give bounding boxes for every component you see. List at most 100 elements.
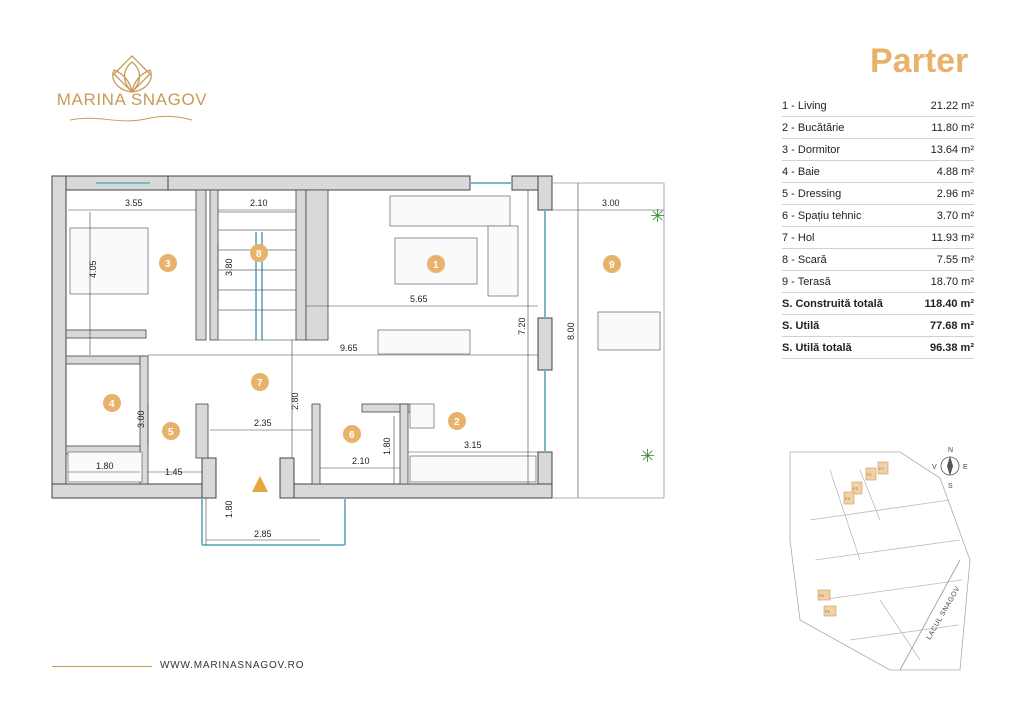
room-area: 11.80 m² (910, 116, 974, 139)
website-link[interactable]: WWW.MARINASNAGOV.RO (160, 660, 305, 671)
room-label: 6 - Spațiu tehnic (782, 204, 911, 227)
furniture (67, 195, 661, 483)
room-label: 2 - Bucătărie (782, 116, 911, 139)
total-area: 96.38 m² (910, 336, 974, 359)
site-lot-labels: F1 F2 F3 F4 F5 F6 (819, 466, 884, 614)
lot-marker (843, 491, 855, 505)
dimension-label: 8.00 (566, 322, 576, 340)
room-badge: 8 (250, 244, 268, 262)
lot-label: F4 (845, 496, 850, 501)
room-area: 3.70 m² (910, 204, 974, 227)
sofa (389, 195, 511, 227)
entrance-arrow-icon (252, 476, 268, 492)
lot-label: F5 (819, 593, 824, 598)
room-badge: 1 (427, 255, 445, 273)
dimension-label: 2.10 (250, 198, 268, 208)
badge-number: 6 (349, 430, 355, 441)
brand-name: MARINA SNAGOV (56, 90, 208, 109)
plant-icon: ✳ (640, 446, 655, 466)
room-label: 1 - Living (782, 95, 911, 117)
terrace-outline (552, 182, 665, 499)
room-area: 11.93 m² (910, 226, 974, 249)
room-badge: 2 (448, 412, 466, 430)
terrace-table (597, 311, 661, 351)
exterior-walls (51, 175, 553, 499)
armchairs (487, 225, 519, 297)
badge-number: 5 (168, 427, 174, 438)
room-badge: 4 (103, 394, 121, 412)
total-area: 77.68 m² (910, 314, 974, 337)
room-label: 8 - Scară (782, 248, 911, 271)
dimension-label: 7.20 (517, 317, 527, 335)
dimension-label: 2.10 (352, 456, 370, 466)
dimension-label: 3.55 (125, 198, 143, 208)
plant-icon: ✳ (650, 206, 665, 226)
dimension-label: 2.80 (290, 392, 300, 410)
fridge (409, 403, 435, 429)
dining-table (377, 329, 471, 355)
dimension-label: 3.80 (224, 258, 234, 276)
room-label: 7 - Hol (782, 226, 911, 249)
badge-number: 3 (165, 259, 171, 270)
badge-number: 7 (257, 378, 263, 389)
dimension-label: 5.65 (410, 294, 428, 304)
room-area: 7.55 m² (910, 248, 974, 271)
interior-walls (65, 189, 411, 485)
compass-n: N (948, 447, 953, 454)
total-label: S. Utilă (782, 314, 911, 337)
room-badge: 7 (251, 373, 269, 391)
dimension-labels: 3.55 2.10 4.05 3.80 5.65 9.65 7.20 8.00 … (88, 198, 620, 539)
room-label: 5 - Dressing (782, 182, 911, 205)
room-area: 18.70 m² (910, 270, 974, 293)
page-title: Parter (870, 42, 969, 80)
lot-marker (851, 481, 863, 495)
dimension-label: 2.85 (254, 529, 272, 539)
room-badge: 3 (159, 254, 177, 272)
badge-number: 2 (454, 417, 460, 428)
dimension-label: 4.05 (88, 260, 98, 278)
lotus-logo-icon (112, 55, 152, 93)
dimension-label: 1.45 (165, 467, 183, 477)
compass-s: S (948, 483, 953, 490)
badge-number: 4 (109, 399, 115, 410)
room-badges: 1 2 3 4 5 6 7 8 9 (103, 244, 621, 443)
dimension-label: 1.80 (382, 437, 392, 455)
footer-divider (52, 666, 152, 667)
room-badge: 5 (162, 422, 180, 440)
room-label: 4 - Baie (782, 160, 911, 183)
dimension-label: 3.00 (602, 198, 620, 208)
lot-marker (823, 605, 837, 617)
lot-label: F6 (825, 609, 830, 614)
room-badge: 6 (343, 425, 361, 443)
lot-marker (817, 589, 831, 601)
site-map (789, 451, 971, 671)
lot-label: F1 (867, 472, 872, 477)
site-lots (817, 461, 889, 617)
dimension-label: 3.15 (464, 440, 482, 450)
room-badge: 9 (603, 255, 621, 273)
dimension-label: 2.35 (254, 418, 272, 428)
dimension-label: 3.00 (136, 410, 146, 428)
badge-number: 1 (433, 260, 439, 271)
total-area: 118.40 m² (910, 292, 974, 315)
lot-marker (865, 467, 877, 481)
room-area: 21.22 m² (910, 95, 974, 117)
lot-label: F2 (879, 466, 884, 471)
lot-marker (877, 461, 889, 475)
badge-number: 9 (609, 260, 615, 271)
dimension-lines (68, 183, 664, 545)
lot-label: F3 (853, 486, 858, 491)
dimension-label: 1.80 (224, 500, 234, 518)
